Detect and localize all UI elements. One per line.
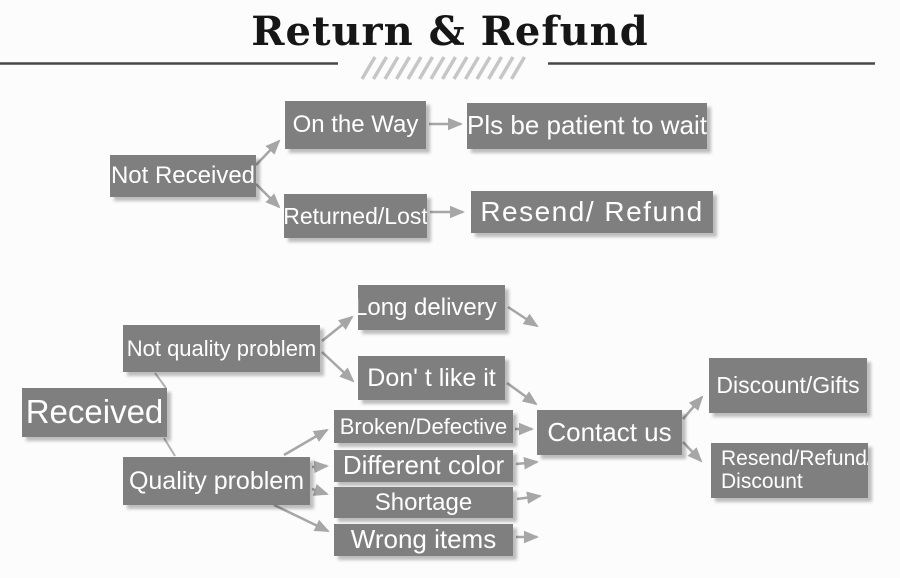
node-shortage: Shortage [334, 487, 513, 518]
node-broken-defective: Broken/Defective [334, 410, 513, 443]
connector-lines [154, 372, 176, 457]
node-received: Received [22, 388, 167, 437]
node-not-quality-problem: Not quality problem [123, 325, 320, 372]
node-discount-gifts: Discount/Gifts [709, 358, 867, 413]
node-not-received: Not Received [110, 155, 256, 197]
node-different-color: Different color [334, 450, 513, 482]
flow-arrows [255, 117, 704, 544]
node-resend-refund-discount: Resend/Refund/ Discount [711, 443, 868, 498]
page-title: Return & Refund [251, 8, 649, 55]
node-wrong-items: Wrong items [334, 524, 513, 556]
node-resend-refund: Resend/ Refund [471, 191, 713, 233]
node-pls-be-patient: Pls be patient to wait [467, 103, 707, 149]
node-quality-problem: Quality problem [123, 457, 310, 505]
node-dont-like-it: Don' t like it [358, 356, 505, 400]
node-contact-us: Contact us [537, 410, 682, 455]
node-long-delivery: Long delivery [358, 285, 505, 330]
node-resend-refund-discount-line1: Resend/Refund/ [721, 447, 868, 471]
node-returned-lost: Returned/Lost [284, 194, 427, 238]
node-resend-refund-discount-line2: Discount [721, 469, 803, 493]
node-on-the-way: On the Way [285, 101, 426, 149]
hatch-decoration [360, 56, 527, 80]
